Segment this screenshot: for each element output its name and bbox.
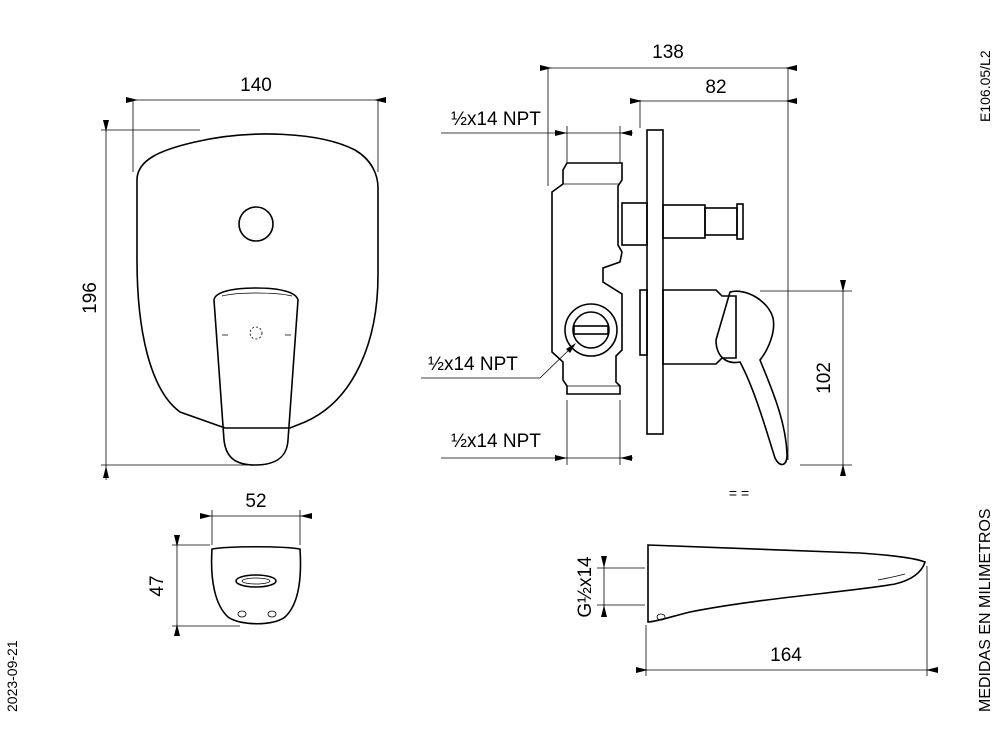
front-height-label: 196	[80, 282, 101, 314]
diverter-cap	[736, 203, 744, 240]
spout-thread-label: G½x14	[575, 556, 596, 618]
arrow-icon	[555, 130, 567, 136]
side-view: 138 82 ½x14 NPT ½x14 NPT ½x14 NPT 102 = …	[421, 42, 852, 501]
front-handle-cap	[221, 292, 293, 297]
diverter-stem-base	[621, 202, 648, 246]
aerator-inner-icon	[241, 577, 271, 585]
drawing-code: E106.05/L2	[977, 50, 993, 122]
arrow-icon	[566, 343, 576, 353]
bottom-hole-icon	[237, 610, 247, 618]
arrow-icon	[840, 464, 846, 476]
arrow-icon	[636, 667, 648, 673]
valve-body-outline	[551, 162, 623, 395]
side-handle-base	[662, 289, 737, 365]
arrow-icon	[200, 513, 212, 519]
arrow-icon	[103, 120, 109, 132]
side-plate-outline	[646, 129, 664, 435]
front-view: 140 196	[80, 75, 386, 480]
arrow-icon	[103, 466, 109, 478]
arrow-icon	[840, 280, 846, 292]
side-port-inner-icon	[572, 311, 610, 349]
diverter-knob	[704, 207, 738, 236]
bottom-hole-icon	[267, 610, 277, 618]
arrow-icon	[555, 455, 567, 461]
arrow-icon	[174, 624, 180, 636]
units-note: MEDIDAS EN MILIMETROS	[977, 508, 994, 712]
front-plate-outline	[136, 133, 379, 429]
symmetry-marker: = =	[729, 485, 749, 501]
leader-line	[421, 344, 575, 379]
arrow-icon	[126, 97, 138, 103]
arrow-icon	[374, 97, 386, 103]
side-handle-depth-label: 82	[705, 77, 726, 98]
spout-length-label: 164	[770, 645, 802, 666]
spout-screw-icon	[656, 613, 666, 621]
arrow-icon	[785, 98, 797, 104]
arrow-icon	[620, 130, 632, 136]
arrow-icon	[601, 605, 607, 617]
spout-view: G½x14 164	[575, 544, 938, 676]
spout-aerator-icon	[877, 573, 906, 581]
diverter-stem	[662, 204, 706, 239]
cartridge-nut	[639, 289, 648, 356]
side-port-icon	[564, 303, 618, 357]
arrow-icon	[630, 98, 642, 104]
arrow-icon	[620, 455, 632, 461]
arrow-icon	[174, 535, 180, 547]
port-top-label: ½x14 NPT	[451, 109, 541, 130]
arrow-icon	[601, 556, 607, 568]
arrow-icon	[300, 513, 312, 519]
bottom-outline	[210, 545, 302, 625]
front-width-label: 140	[240, 75, 272, 96]
side-lever-outline	[715, 290, 788, 466]
arrow-icon	[926, 667, 938, 673]
arrow-icon	[540, 65, 552, 71]
front-handle-screw-icon	[249, 326, 263, 340]
arrow-icon	[785, 65, 797, 71]
side-total-depth-label: 138	[652, 42, 684, 63]
front-handle-outline	[213, 287, 299, 466]
drawing-date: 2023-09-21	[4, 640, 20, 712]
port-bottom-label: ½x14 NPT	[451, 431, 541, 452]
spout-outline	[647, 544, 926, 623]
diverter-button-icon	[238, 206, 274, 242]
aerator-icon	[235, 574, 277, 588]
side-handle-height-label: 102	[814, 362, 835, 394]
side-port-slot-icon	[573, 325, 609, 335]
bottom-depth-label: 47	[147, 575, 168, 596]
bottom-width-label: 52	[245, 491, 266, 512]
bottom-view: 52 47	[147, 491, 312, 636]
port-side-label: ½x14 NPT	[428, 354, 518, 375]
